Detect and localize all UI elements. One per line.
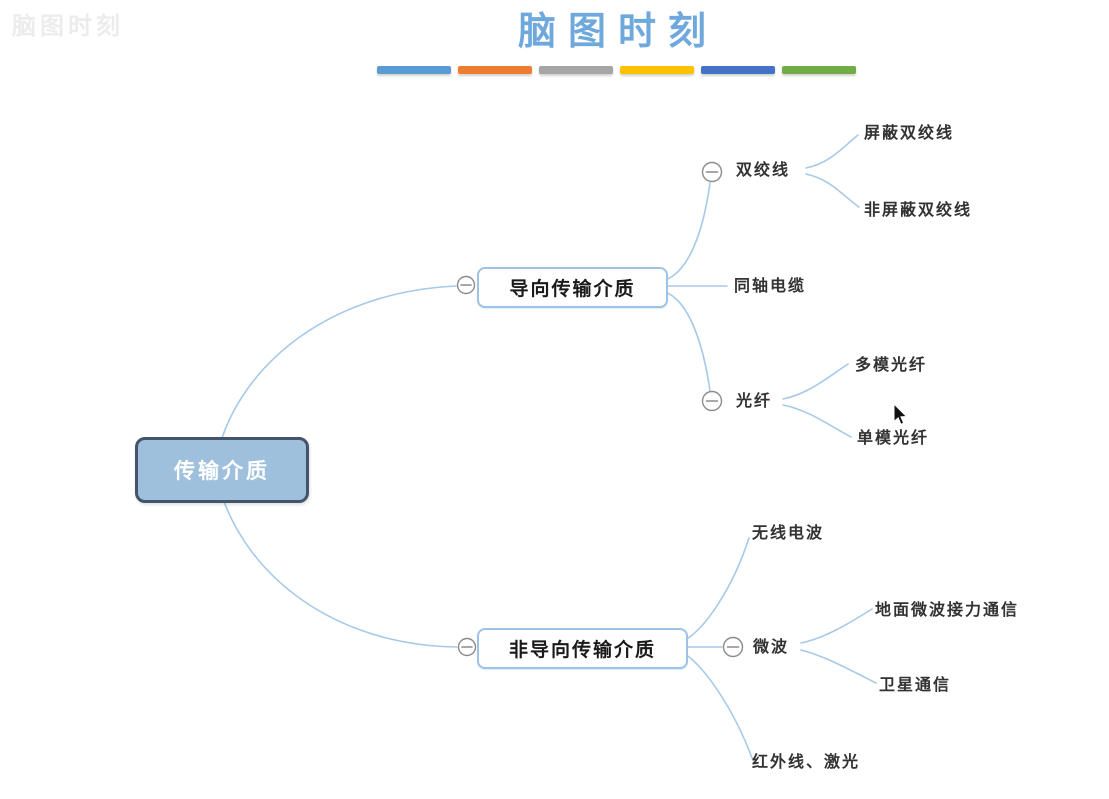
collapse-icon-unguided[interactable]: [457, 637, 477, 657]
divider-bars: [377, 66, 856, 74]
connector-guided-twistedpair: [664, 182, 711, 281]
connector-root-unguided: [221, 495, 458, 648]
connector-root-guided: [221, 285, 457, 439]
divider-bar-blue: [377, 66, 451, 74]
connector-fiber-multimode: [782, 363, 849, 400]
connector-unguided-radio: [684, 537, 750, 641]
connector-twistedpair-stp: [805, 134, 859, 169]
divider-bar-gray: [539, 66, 613, 74]
node-unshielded-twisted-pair[interactable]: 非屏蔽双绞线: [864, 202, 973, 219]
divider-bar-darkblue: [701, 66, 775, 74]
connector-fiber-singlemode: [782, 404, 852, 438]
branch-node-guided-media[interactable]: 导向传输介质: [477, 267, 668, 308]
node-satellite-communication[interactable]: 卫星通信: [879, 677, 952, 694]
divider-bar-orange: [458, 66, 532, 74]
mouse-cursor-icon: [893, 404, 908, 425]
connector-microwave-terrestrial: [800, 608, 873, 644]
node-radio-wave[interactable]: 无线电波: [752, 525, 825, 542]
divider-bar-green: [782, 66, 856, 74]
node-terrestrial-microwave-relay[interactable]: 地面微波接力通信: [875, 602, 1020, 619]
node-shielded-twisted-pair[interactable]: 屏蔽双绞线: [864, 125, 955, 142]
branch-node-unguided-media[interactable]: 非导向传输介质: [477, 628, 688, 669]
node-multimode-fiber[interactable]: 多模光纤: [855, 357, 928, 374]
collapse-icon-twistedpair[interactable]: [701, 161, 723, 183]
collapse-icon-microwave[interactable]: [722, 636, 744, 658]
collapse-icon-guided[interactable]: [456, 275, 476, 295]
node-coaxial-cable[interactable]: 同轴电缆: [734, 278, 807, 295]
node-singlemode-fiber[interactable]: 单模光纤: [857, 430, 930, 447]
node-twisted-pair[interactable]: 双绞线: [736, 162, 791, 179]
node-infrared-laser[interactable]: 红外线、激光: [752, 754, 861, 771]
collapse-icon-fiber[interactable]: [701, 390, 723, 412]
root-node-transmission-media[interactable]: 传输介质: [135, 437, 309, 503]
connector-guided-fiber: [664, 291, 711, 392]
node-microwave[interactable]: 微波: [753, 639, 790, 656]
connector-twistedpair-utp: [805, 173, 860, 208]
connector-unguided-infrared: [684, 653, 753, 759]
connector-microwave-satellite: [800, 649, 877, 684]
watermark: 脑图时刻: [12, 13, 124, 40]
page-title: 脑图时刻: [518, 8, 719, 53]
node-optical-fiber[interactable]: 光纤: [736, 393, 773, 410]
divider-bar-yellow: [620, 66, 694, 74]
